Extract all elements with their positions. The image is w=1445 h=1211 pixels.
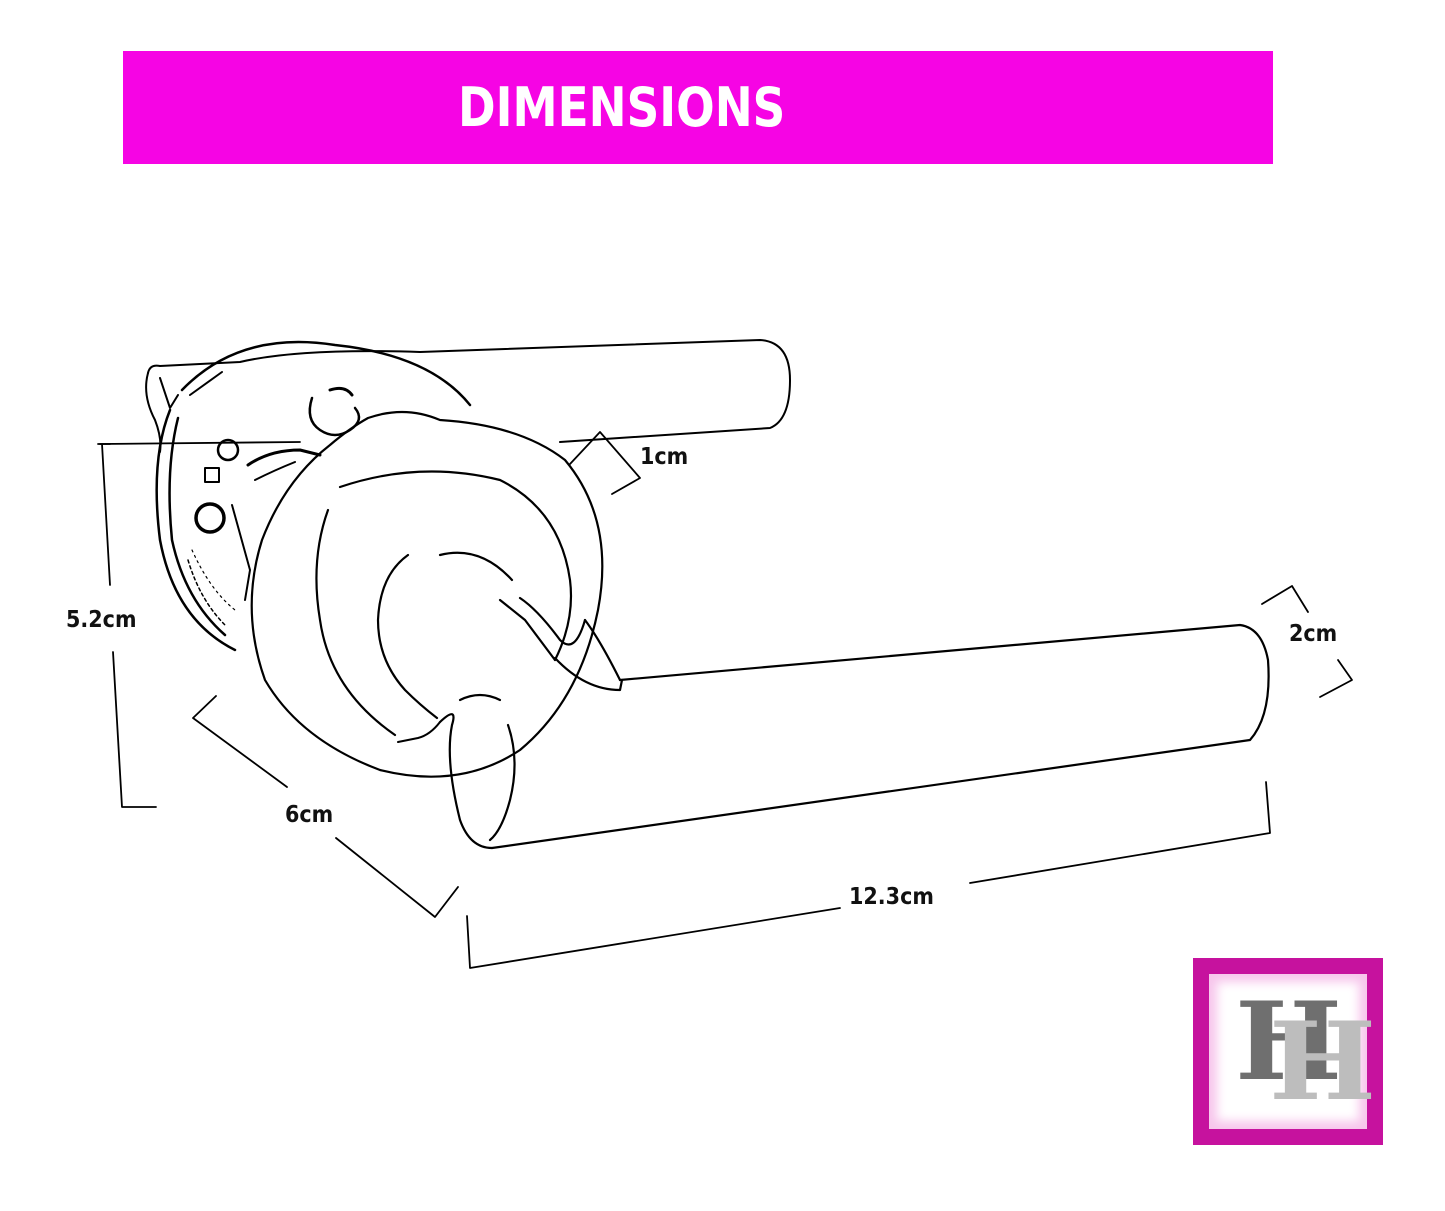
title-banner: DIMENSIONS xyxy=(123,51,1273,164)
dimension-label-rose-diameter: 6cm xyxy=(285,802,334,828)
dimension-label-height: 5.2cm xyxy=(66,607,137,633)
logo-letter-dark: H xyxy=(1235,979,1343,1105)
dimension-label-rose-depth: 1cm xyxy=(640,444,689,470)
page-title: DIMENSIONS xyxy=(458,76,786,139)
dimension-label-lever-diameter: 2cm xyxy=(1289,621,1338,647)
front-lever xyxy=(397,596,1270,850)
front-rose xyxy=(250,410,624,778)
brand-logo: H H xyxy=(1193,958,1383,1145)
dimension-lines xyxy=(97,431,1353,969)
logo-frame: H H xyxy=(1209,974,1376,1129)
logo-letter-light: H xyxy=(1269,999,1377,1125)
back-lever xyxy=(145,339,791,453)
dimension-label-lever-length: 12.3cm xyxy=(849,884,934,910)
back-rose xyxy=(155,340,472,652)
